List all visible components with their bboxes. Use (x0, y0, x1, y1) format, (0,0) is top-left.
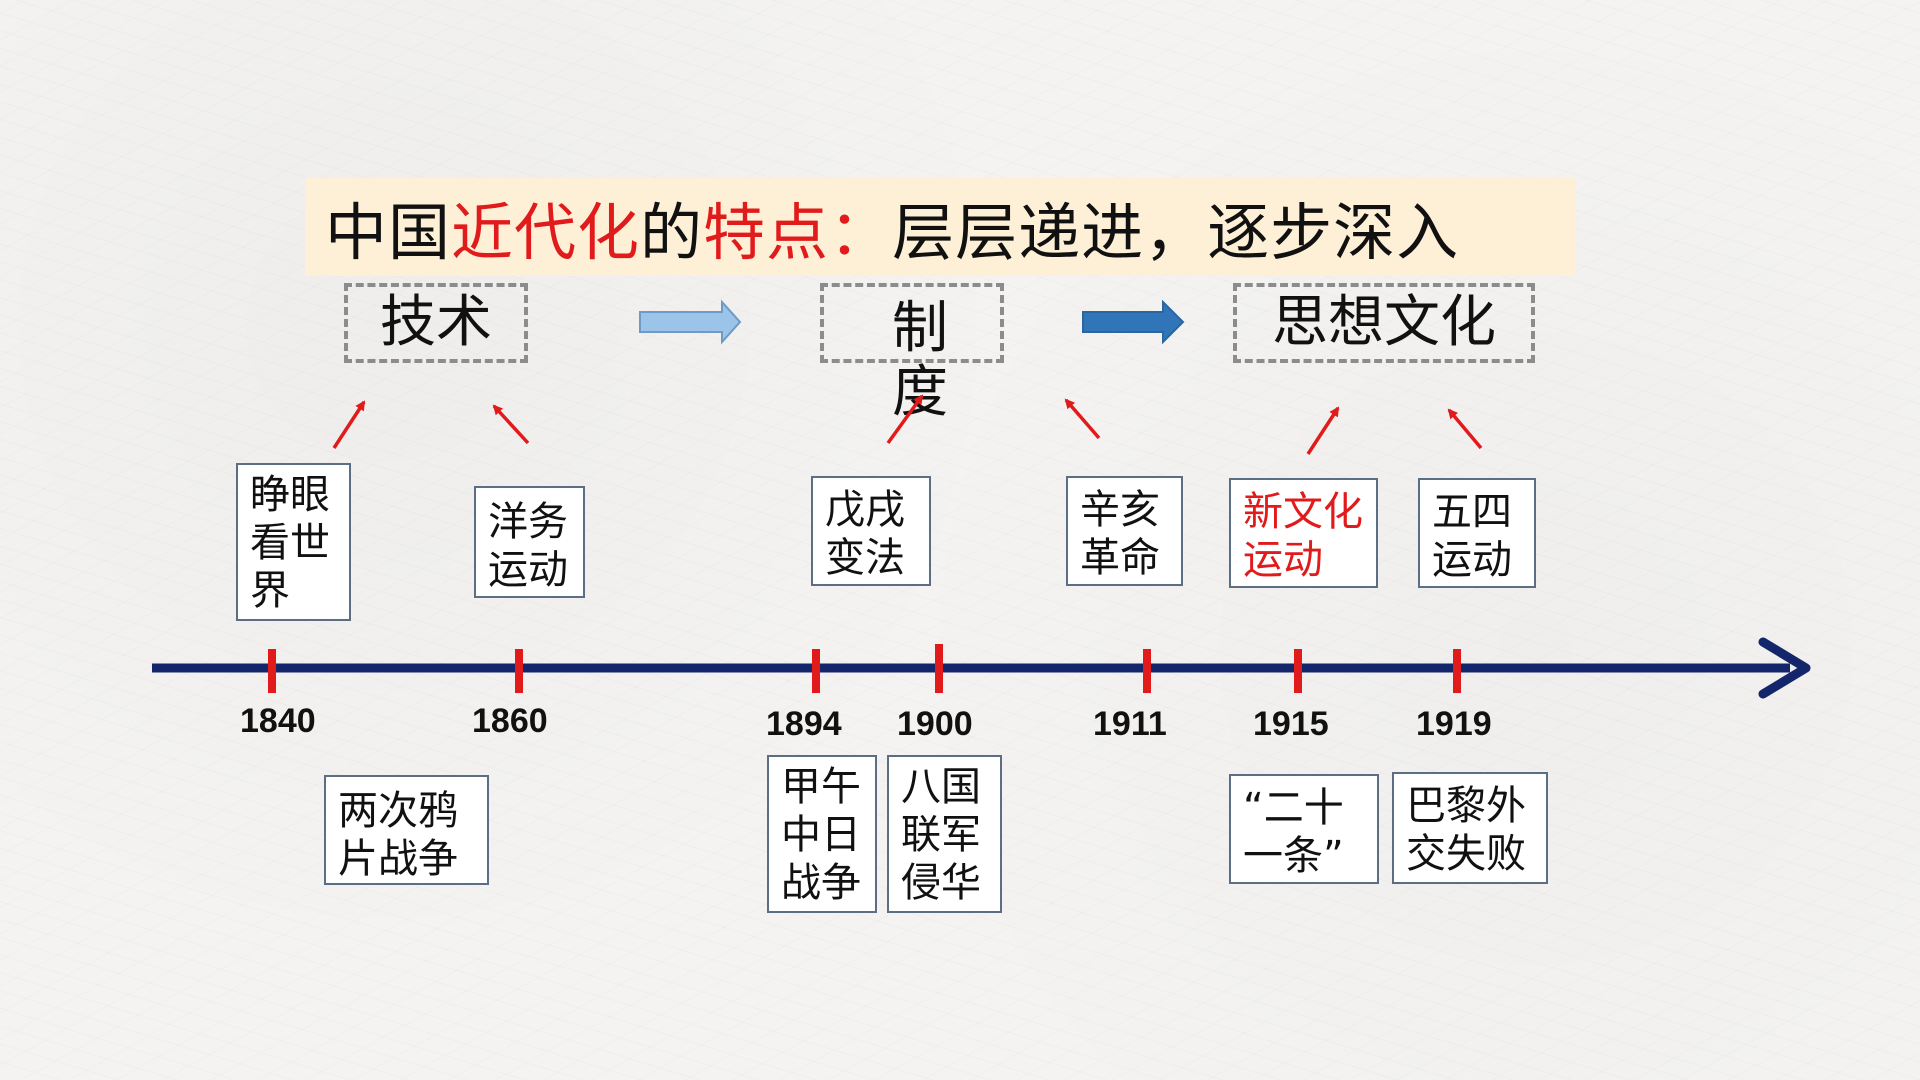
event-first-sino-japanese-war: 甲午中日战争 (767, 755, 877, 913)
event-westernization-movement: 洋务运动 (474, 486, 585, 598)
year-label-1840: 1840 (240, 702, 316, 740)
event-xinhai-revolution: 辛亥革命 (1066, 476, 1183, 586)
red-arrow-icon (1064, 398, 1101, 440)
category-institution: 制度 (820, 283, 1004, 425)
event-new-culture-movement: 新文化运动 (1229, 478, 1378, 588)
progress-arrow-light-icon (639, 299, 742, 345)
title-part-3: 的 (640, 196, 704, 269)
title-part-1: 中国 (325, 196, 452, 269)
event-eight-nation-alliance: 八国联军侵华 (887, 755, 1002, 913)
red-arrow-icon (886, 394, 924, 445)
title-part-4: 特点： (703, 196, 893, 269)
category-label-institution: 制度 (892, 296, 948, 425)
title-part-2: 近代化 (451, 196, 641, 269)
year-label-1900: 1900 (897, 705, 973, 743)
year-label-1894: 1894 (766, 705, 842, 743)
event-label: “二十一条” (1243, 785, 1344, 879)
event-opium-wars: 两次鸦片战争 (324, 775, 489, 885)
red-arrow-icon (1306, 406, 1340, 455)
event-paris-diplomatic-failure: 巴黎外交失败 (1392, 772, 1548, 884)
year-label-1919: 1919 (1416, 705, 1492, 743)
year-label-1911: 1911 (1093, 705, 1167, 743)
year-label-1915: 1915 (1253, 705, 1329, 743)
event-hundred-days-reform: 戊戌变法 (811, 476, 931, 586)
red-arrow-icon (332, 400, 366, 449)
event-may-fourth-movement: 五四运动 (1418, 478, 1536, 588)
event-label: 新文化运动 (1243, 489, 1363, 583)
event-label: 睁眼看世界 (250, 472, 330, 614)
page-title: 中国近代化的特点：层层递进，逐步深入 (305, 178, 1576, 276)
red-arrow-icon (492, 404, 530, 445)
event-label: 辛亥革命 (1080, 487, 1160, 581)
event-open-eyes: 睁眼看世界 (236, 463, 351, 621)
event-label: 巴黎外交失败 (1406, 783, 1526, 877)
category-label-ideology-culture: 思想文化 (1272, 290, 1496, 355)
event-label: 八国联军侵华 (901, 764, 981, 906)
category-technology: 技术 (344, 283, 528, 363)
category-ideology-culture: 思想文化 (1233, 283, 1535, 363)
event-label: 洋务运动 (488, 499, 568, 593)
timeline-arrowhead-icon (1758, 637, 1811, 699)
red-arrow-icon (1447, 408, 1483, 450)
event-label: 五四运动 (1432, 489, 1512, 583)
event-label: 戊戌变法 (825, 487, 905, 581)
event-label: 两次鸦片战争 (338, 788, 458, 882)
event-label: 甲午中日战争 (781, 764, 861, 906)
event-twenty-one-demands: “二十一条” (1229, 774, 1379, 884)
title-part-5: 层层递进，逐步深入 (892, 196, 1460, 269)
year-label-1860: 1860 (472, 702, 548, 740)
category-label-technology: 技术 (380, 290, 492, 355)
progress-arrow-dark-icon (1082, 299, 1185, 345)
